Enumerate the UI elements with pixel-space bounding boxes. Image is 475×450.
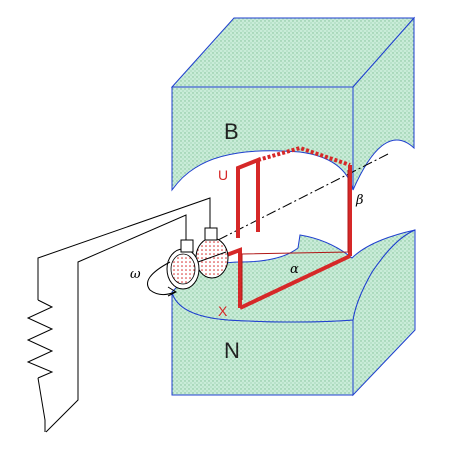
angular-velocity-label: ω — [130, 267, 141, 282]
bottom-magnet-concave-surface — [171, 229, 416, 323]
pole-top-label: B — [224, 119, 239, 144]
side-beta-label: β — [355, 193, 364, 208]
rotation-axis — [217, 153, 389, 241]
rotation-arrow-icon — [147, 261, 176, 296]
wire-back — [37, 197, 211, 300]
coil-corner-u-label: U — [218, 167, 228, 183]
brushes — [180, 227, 218, 253]
top-magnet-front-face — [171, 86, 354, 192]
pole-bottom-label: N — [224, 338, 240, 363]
shaft — [197, 251, 227, 263]
rotating-coil — [223, 145, 352, 310]
brush-front — [180, 239, 194, 253]
slip-ring-back — [195, 237, 229, 279]
slip-rings — [166, 237, 229, 290]
bottom-magnet-pole — [171, 229, 416, 397]
side-alpha-label: α — [290, 262, 299, 277]
wire-resistor-bottom — [37, 377, 46, 432]
brush-back — [204, 227, 218, 241]
resistor-icon — [26, 299, 54, 379]
coil-inner-outline — [241, 170, 349, 300]
coil-segment-x — [223, 247, 242, 308]
rotation-arrow — [147, 261, 178, 297]
wire-front — [45, 214, 187, 433]
external-circuit — [26, 197, 211, 433]
top-magnet-side-face — [352, 16, 415, 191]
slip-ring-face — [170, 253, 196, 285]
top-magnet-pole — [170, 16, 416, 192]
coil-segment-u — [236, 157, 260, 238]
coil-corner-x-label: X — [218, 303, 228, 319]
coil-side-alpha — [239, 254, 351, 310]
